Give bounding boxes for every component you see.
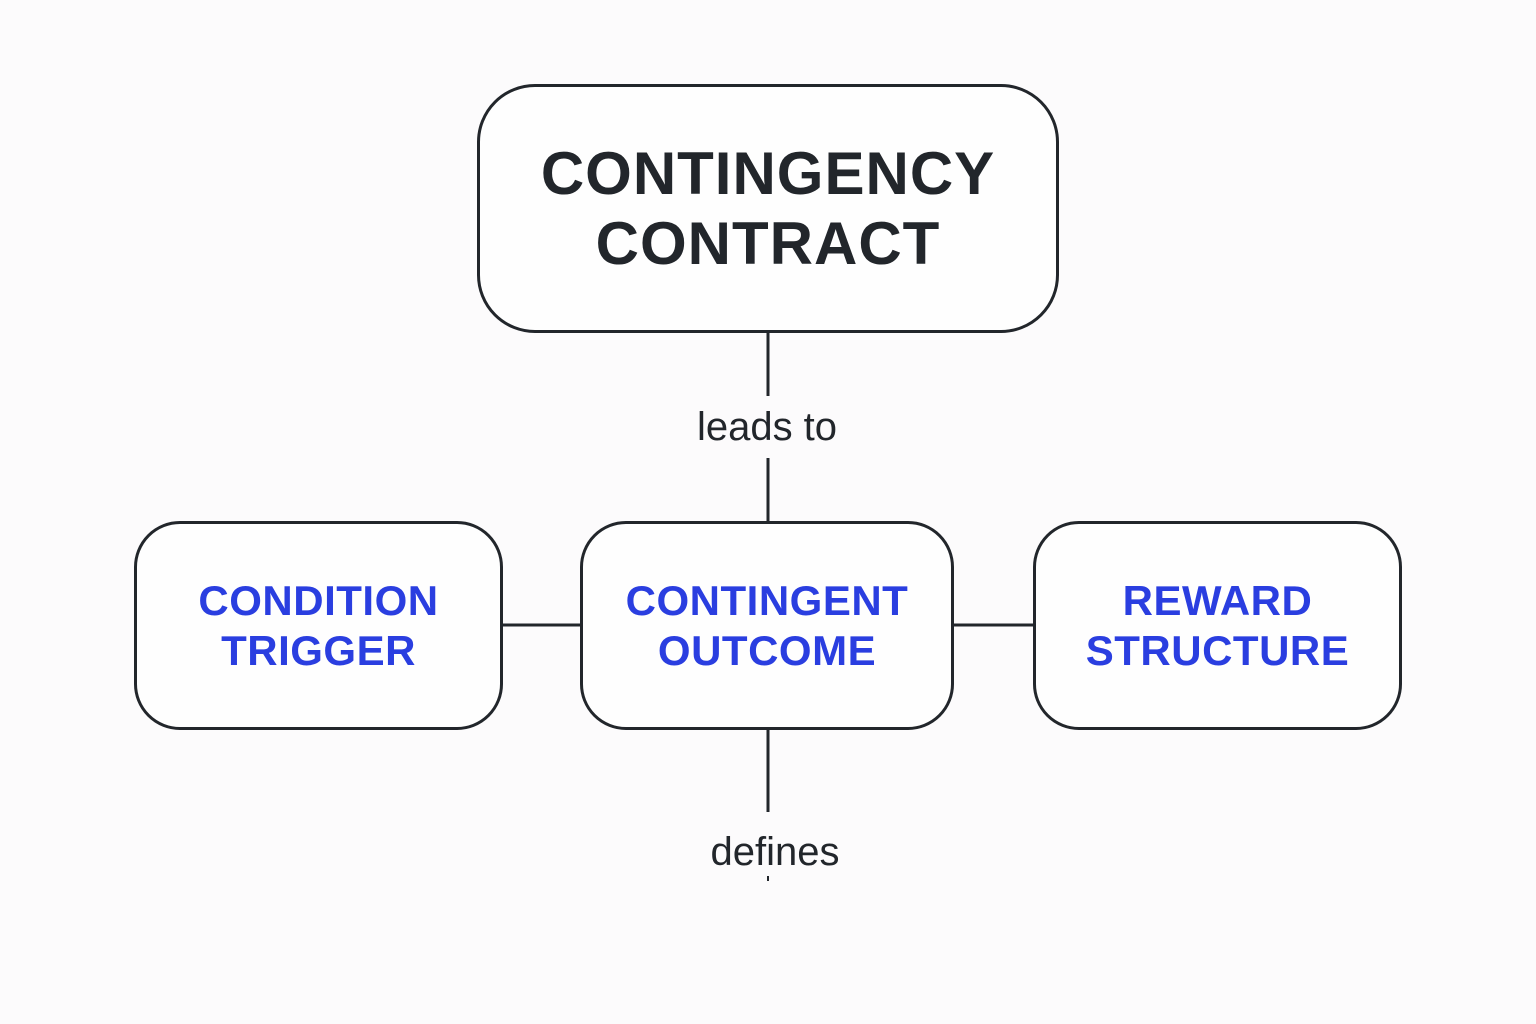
node-main-line2: CONTRACT [595, 209, 941, 277]
node-reward-structure: REWARD STRUCTURE [1033, 521, 1402, 730]
node-contingency-contract: CONTINGENCY CONTRACT [477, 84, 1059, 333]
edge-label-defines: defines [710, 830, 840, 874]
node-left-line1: CONDITION [198, 576, 439, 624]
node-right-text: REWARD STRUCTURE [1086, 576, 1350, 676]
node-left-text: CONDITION TRIGGER [198, 576, 438, 676]
node-center-text: CONTINGENT OUTCOME [626, 576, 909, 676]
node-right-line2: STRUCTURE [1085, 626, 1350, 674]
edge-label-leads-to: leads to [696, 405, 838, 449]
node-contingent-outcome: CONTINGENT OUTCOME [580, 521, 954, 730]
node-center-line2: OUTCOME [657, 626, 877, 674]
node-center-line1: CONTINGENT [625, 576, 909, 624]
node-condition-trigger: CONDITION TRIGGER [134, 521, 503, 730]
node-right-line1: REWARD [1122, 576, 1313, 624]
node-main-line1: CONTINGENCY [540, 139, 996, 207]
node-main-text: CONTINGENCY CONTRACT [541, 139, 995, 279]
node-left-line2: TRIGGER [221, 626, 416, 674]
